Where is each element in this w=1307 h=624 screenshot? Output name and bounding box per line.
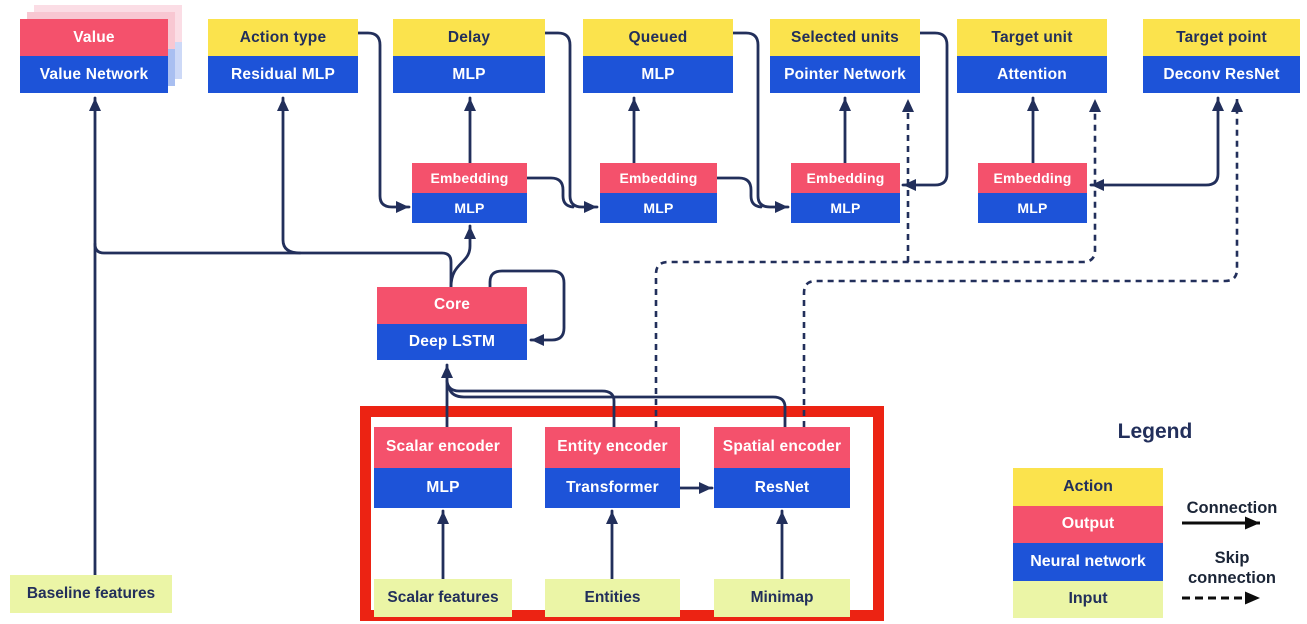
legend-item-neural-network: Neural network bbox=[1013, 543, 1163, 581]
head-network-label: MLP bbox=[393, 56, 545, 93]
block-scalar-encoder: Scalar encoder MLP bbox=[374, 427, 512, 508]
wire-core-to-left bbox=[93, 242, 453, 289]
legend-connection-label: Connection bbox=[1186, 499, 1278, 517]
encoder-output-label: Entity encoder bbox=[545, 427, 680, 468]
block-spatial-encoder: Spatial encoder ResNet bbox=[714, 427, 850, 508]
block-embedding-4: Embedding MLP bbox=[978, 163, 1087, 223]
head-network-label: Residual MLP bbox=[208, 56, 358, 93]
input-scalar-features: Scalar features bbox=[374, 579, 512, 617]
core-output-label: Core bbox=[377, 287, 527, 324]
block-queued: Queued MLP bbox=[583, 19, 733, 93]
wire-embedding1-to-embedding2 bbox=[525, 176, 575, 209]
skip-entity-to-attention bbox=[654, 99, 1101, 427]
block-action-type: Action type Residual MLP bbox=[208, 19, 358, 93]
wire-embedding4-to-deconv-resnet bbox=[1089, 96, 1224, 191]
legend-item-input: Input bbox=[1013, 580, 1163, 618]
input-minimap: Minimap bbox=[714, 579, 850, 617]
head-action-label: Selected units bbox=[770, 19, 920, 56]
head-network-label: Attention bbox=[957, 56, 1107, 93]
head-action-label: Action type bbox=[208, 19, 358, 56]
wire-embedding2-to-embedding3 bbox=[715, 176, 763, 209]
head-action-label: Target point bbox=[1143, 19, 1300, 56]
legend-title: Legend bbox=[1117, 420, 1193, 443]
block-delay: Delay MLP bbox=[393, 19, 545, 93]
block-embedding-3: Embedding MLP bbox=[791, 163, 900, 223]
head-action-label: Target unit bbox=[957, 19, 1107, 56]
embedding-network-label: MLP bbox=[978, 193, 1087, 223]
encoder-network-label: ResNet bbox=[714, 467, 850, 508]
block-target-unit: Target unit Attention bbox=[957, 19, 1107, 93]
legend-item-action: Action bbox=[1013, 468, 1163, 506]
embedding-output-label: Embedding bbox=[600, 163, 717, 193]
block-target-point: Target point Deconv ResNet bbox=[1143, 19, 1300, 93]
block-core: Core Deep LSTM bbox=[377, 287, 527, 360]
value-network-label: Value Network bbox=[20, 56, 168, 93]
encoder-output-label: Scalar encoder bbox=[374, 427, 512, 468]
block-embedding-2: Embedding MLP bbox=[600, 163, 717, 223]
embedding-output-label: Embedding bbox=[791, 163, 900, 193]
core-network-label: Deep LSTM bbox=[377, 323, 527, 360]
input-entities: Entities bbox=[545, 579, 680, 617]
head-network-label: MLP bbox=[583, 56, 733, 93]
encoder-network-label: Transformer bbox=[545, 467, 680, 508]
skip-spatial-to-deconv-resnet bbox=[802, 99, 1243, 427]
embedding-output-label: Embedding bbox=[412, 163, 527, 193]
block-value: Value Value Network bbox=[20, 19, 168, 93]
block-entity-encoder: Entity encoder Transformer bbox=[545, 427, 680, 508]
legend-color-stack: Action Output Neural network Input bbox=[1013, 468, 1163, 618]
embedding-output-label: Embedding bbox=[978, 163, 1087, 193]
wire-core-to-embedding1 bbox=[449, 224, 476, 289]
value-output-label: Value bbox=[20, 19, 168, 56]
encoder-output-label: Spatial encoder bbox=[714, 427, 850, 468]
block-selected-units: Selected units Pointer Network bbox=[770, 19, 920, 93]
embedding-network-label: MLP bbox=[791, 193, 900, 223]
head-network-label: Deconv ResNet bbox=[1143, 56, 1300, 93]
embedding-network-label: MLP bbox=[600, 193, 717, 223]
input-baseline-features: Baseline features bbox=[10, 575, 172, 613]
legend-skip-connection-label: Skip connection bbox=[1187, 549, 1276, 587]
head-action-label: Delay bbox=[393, 19, 545, 56]
head-network-label: Pointer Network bbox=[770, 56, 920, 93]
encoder-network-label: MLP bbox=[374, 467, 512, 508]
block-embedding-1: Embedding MLP bbox=[412, 163, 527, 223]
wire-core-to-residual-mlp bbox=[277, 96, 302, 255]
head-action-label: Queued bbox=[583, 19, 733, 56]
embedding-network-label: MLP bbox=[412, 193, 527, 223]
legend-item-output: Output bbox=[1013, 505, 1163, 543]
